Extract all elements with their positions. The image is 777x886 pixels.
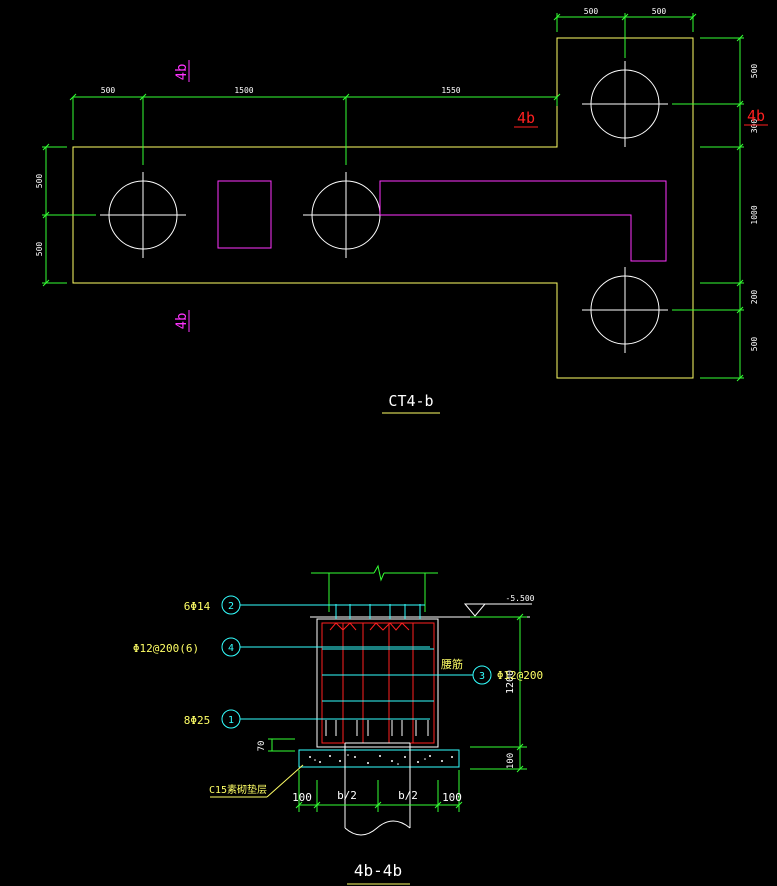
dim-bottom-2: b/2 <box>337 789 357 802</box>
pile-section <box>344 742 411 836</box>
dim-top-2: 1500 <box>234 86 253 95</box>
section-dim-left <box>268 738 295 752</box>
top-bar-ticks <box>335 604 421 619</box>
svg-text:C15素砌垫层: C15素砌垫层 <box>209 783 267 796</box>
pile-4 <box>582 267 668 353</box>
dim-left-2: 500 <box>35 242 44 257</box>
plan-view: 500 1500 1550 500 500 500 500 500 300 10… <box>35 7 768 414</box>
svg-text:8Φ25: 8Φ25 <box>184 714 211 727</box>
cushion-hatch <box>309 754 453 765</box>
svg-text:4b: 4b <box>174 64 190 81</box>
svg-text:6Φ14: 6Φ14 <box>184 600 211 613</box>
dim-bottom-4: 100 <box>442 791 462 804</box>
svg-text:4b: 4b <box>174 313 190 330</box>
callout-1: 8Φ25 1 <box>184 709 430 729</box>
wall-outline <box>379 180 667 262</box>
section-dim-bottom <box>295 770 463 812</box>
pile-cap-outline <box>72 37 694 379</box>
rebar-cage <box>321 622 435 744</box>
section-mark-mid: 4b <box>514 109 538 128</box>
elevation-marker <box>463 603 487 617</box>
dim-bottom-3: b/2 <box>398 789 418 802</box>
callout-4: Φ12@200(6) 4 <box>133 637 430 657</box>
elevation-text: -5.500 <box>506 594 535 603</box>
dim-left-1: 500 <box>35 174 44 189</box>
dim-cushion: 100 <box>506 753 516 769</box>
pile-2 <box>303 172 389 258</box>
dim-right-1: 500 <box>750 64 759 79</box>
dim-cap-height: 1200 <box>505 670 516 694</box>
dim-top-right-1: 500 <box>584 7 599 16</box>
plan-title: CT4-b <box>388 392 433 410</box>
section-view: -5.500 <box>133 564 543 885</box>
pile-3 <box>582 61 668 147</box>
pile-circles <box>100 61 668 353</box>
dim-top-3: 1550 <box>441 86 460 95</box>
svg-text:Φ12@200(6): Φ12@200(6) <box>133 642 199 655</box>
svg-text:2: 2 <box>228 601 234 612</box>
dim-top-1: 500 <box>101 86 116 95</box>
cushion-callout: C15素砌垫层 <box>209 764 304 798</box>
dim-bottom-1: 100 <box>292 791 312 804</box>
dim-right-3: 1000 <box>750 205 759 224</box>
section-mark-right: 4b <box>744 107 768 126</box>
dim-cover: 70 <box>257 741 267 752</box>
callout-3: 3 Φ12@200 腰筋 <box>434 657 543 685</box>
svg-text:3: 3 <box>479 671 485 682</box>
section-dim-right <box>470 613 527 773</box>
dim-right-2: 300 <box>750 119 759 134</box>
callout-2: 6Φ14 2 <box>184 595 425 615</box>
waist-bar-label: 腰筋 <box>441 657 463 671</box>
svg-text:4b: 4b <box>517 109 535 127</box>
section-mark-top-left: 4b <box>174 60 190 82</box>
svg-text:4b: 4b <box>747 107 765 125</box>
waist-bars <box>322 648 434 702</box>
svg-text:Φ12@200: Φ12@200 <box>497 669 543 682</box>
dim-right-5: 500 <box>750 337 759 352</box>
dim-top-right-2: 500 <box>652 7 667 16</box>
section-title: 4b-4b <box>354 861 402 880</box>
column-rect <box>217 180 272 249</box>
section-cap-outline <box>316 618 439 748</box>
section-mark-bottom-left: 4b <box>174 310 190 332</box>
dim-right-4: 200 <box>750 290 759 305</box>
svg-text:4: 4 <box>228 643 234 654</box>
pile-1 <box>100 172 186 258</box>
plan-dimensions <box>42 13 744 382</box>
svg-text:1: 1 <box>228 715 234 726</box>
cushion-layer <box>298 749 460 768</box>
bottom-bars <box>325 720 429 736</box>
